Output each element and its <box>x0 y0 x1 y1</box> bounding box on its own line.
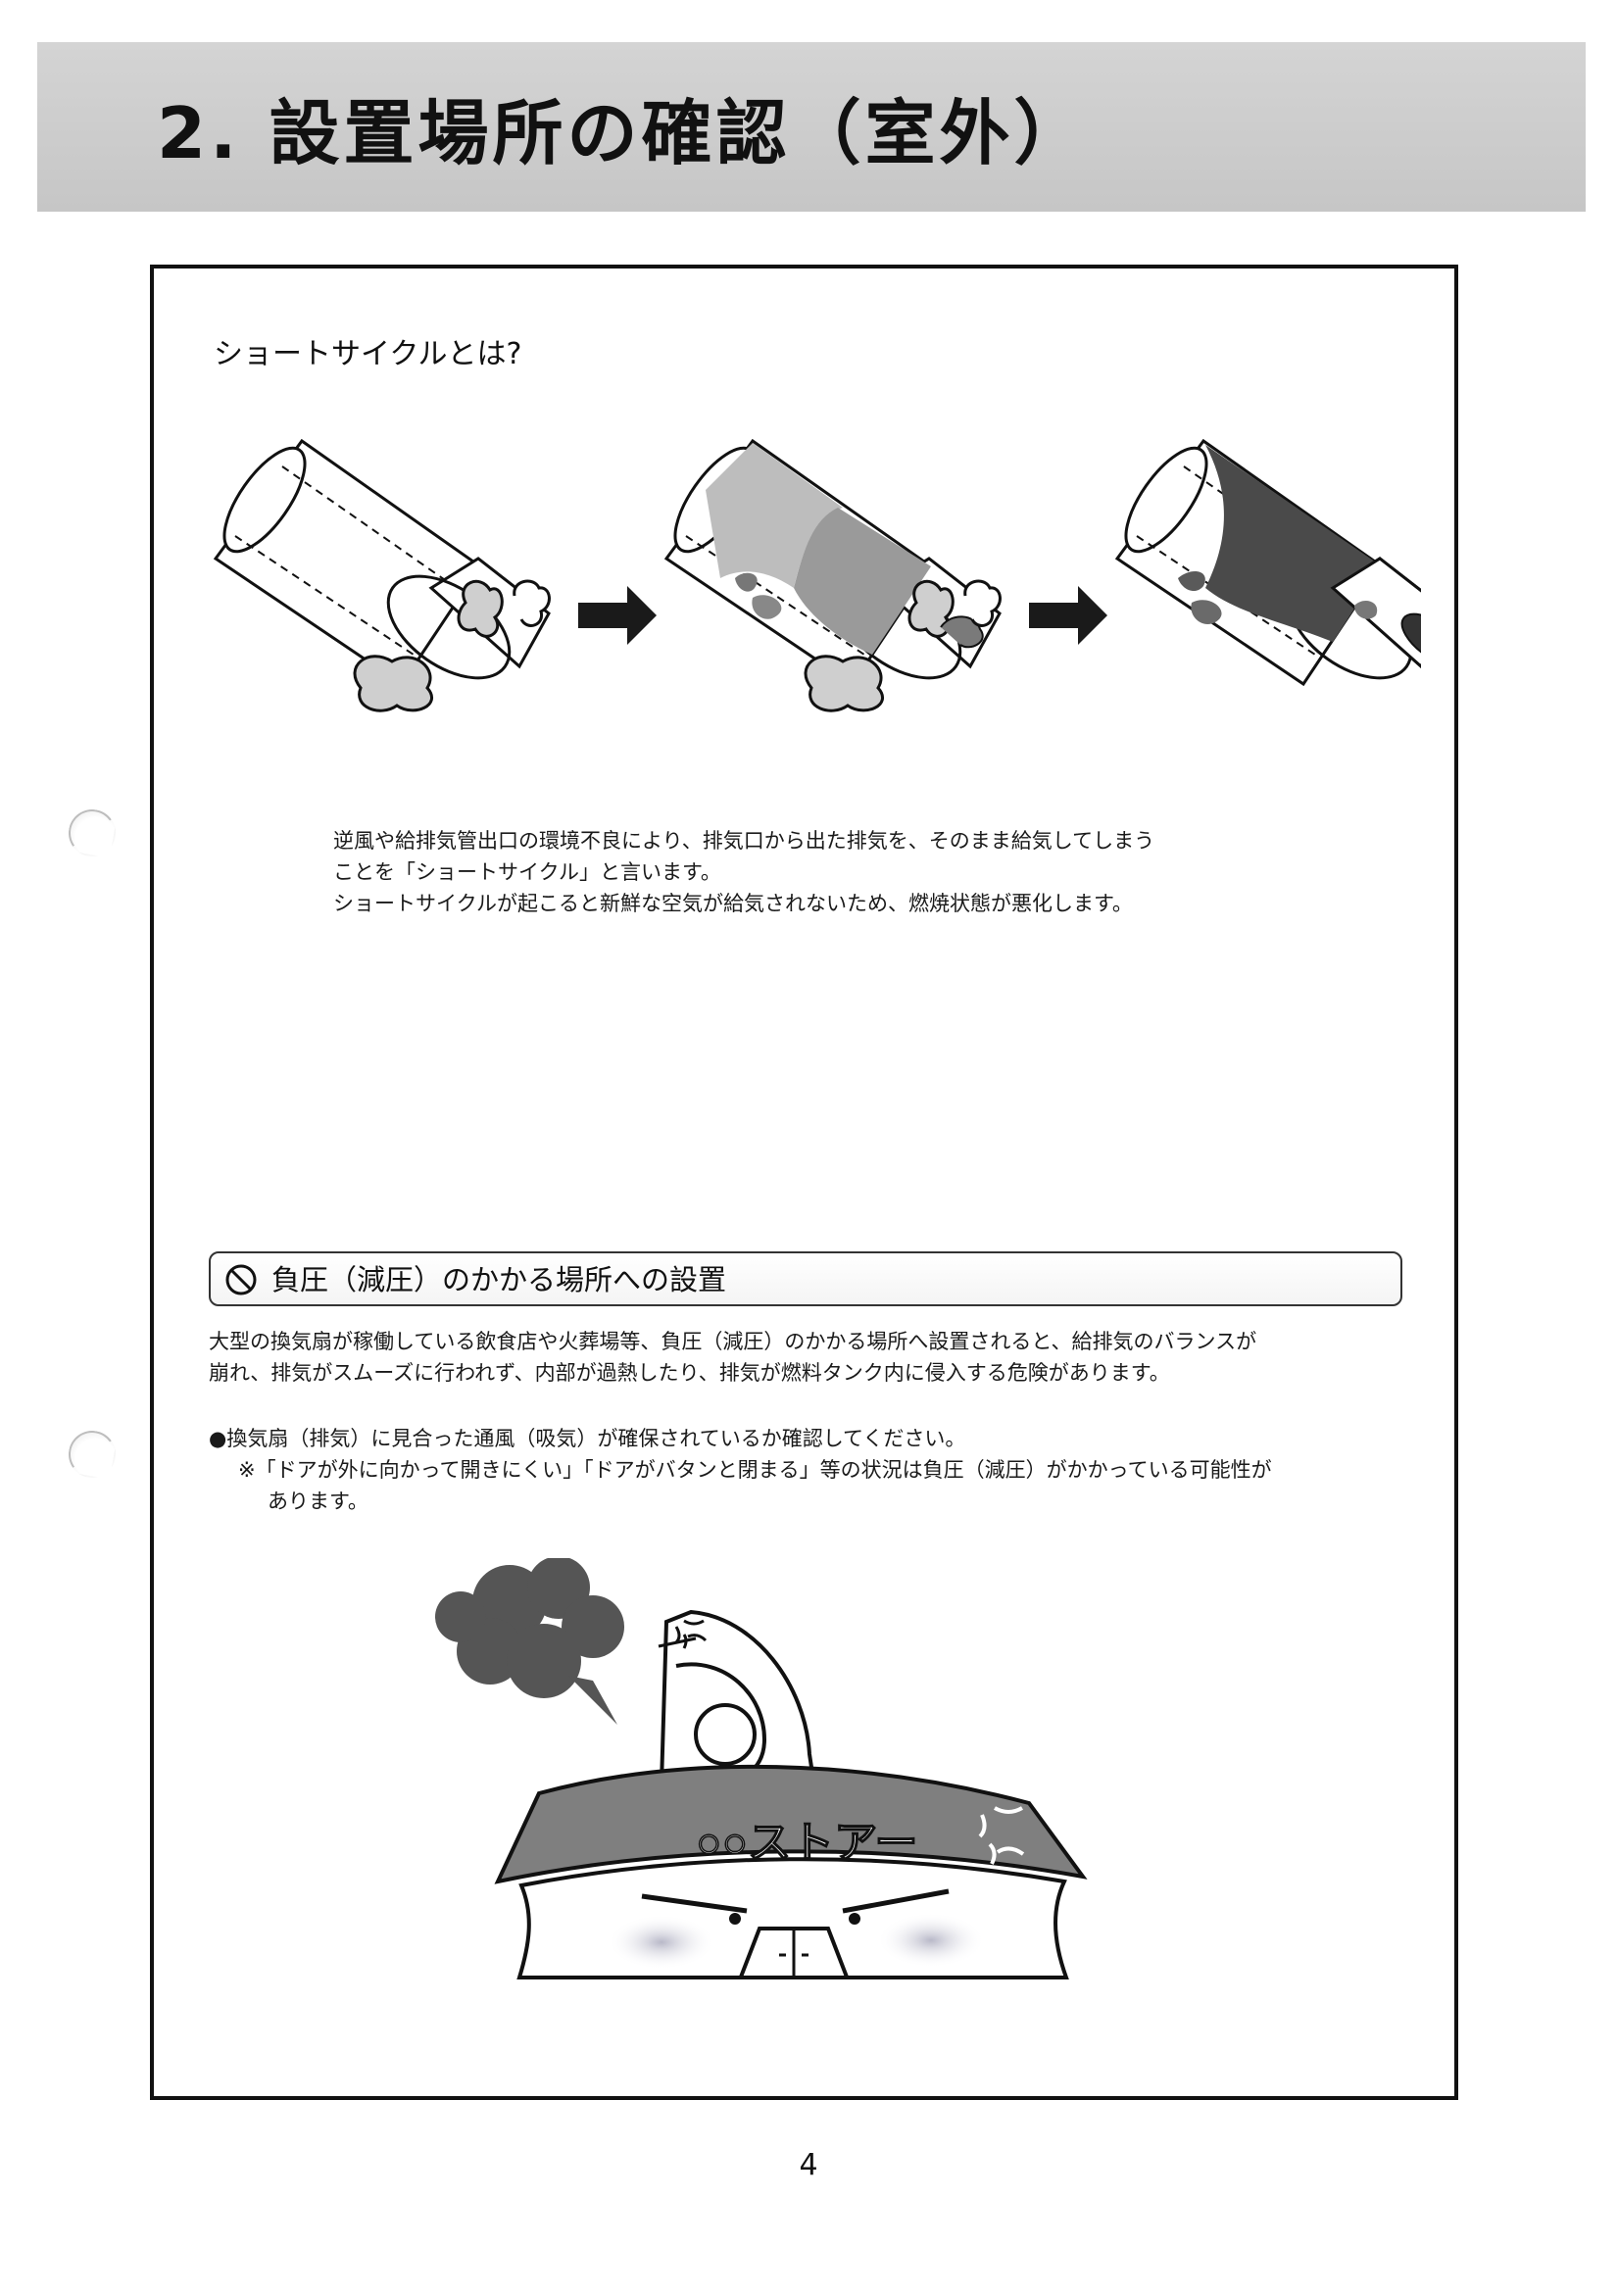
prohibit-icon <box>225 1264 257 1295</box>
page-title: 2. 設置場所の確認（室外） <box>157 92 1089 174</box>
left-eye <box>729 1913 741 1925</box>
binder-hole-bottom <box>65 1427 120 1482</box>
header-band <box>37 42 1586 212</box>
note-block: ※「ドアが外に向かって開きにくい」「ドアがバタンと閉まる」等の状況は負圧（減圧）… <box>209 1454 1414 1517</box>
right-cheek <box>877 1913 985 1968</box>
right-eye <box>849 1913 860 1925</box>
check-item-block: ●換気扇（排気）に見合った通風（吸気）が確保されているか確認してください。 ※「… <box>209 1423 1414 1517</box>
pipe-stage-full <box>1109 434 1421 701</box>
negative-pressure-description: 大型の換気扇が稼働している飲食店や火葬場等、負圧（減圧）のかかる場所へ設置される… <box>209 1326 1414 1389</box>
anger-mark-icon <box>978 1806 1025 1865</box>
left-eyebrow <box>641 1893 748 1914</box>
arrow-right-icon <box>1029 586 1107 645</box>
note-line: ※「ドアが外に向かって開きにくい」「ドアがバタンと閉まる」等の状況は負圧（減圧）… <box>238 1458 1272 1482</box>
right-eyebrow <box>842 1888 950 1914</box>
text-line: 逆風や給排気管出口の環境不良により、排気口から出た排気を、そのまま給気してしまう <box>333 829 1155 853</box>
exhaust-fan-icon <box>658 1609 818 1796</box>
short-cycle-diagram <box>208 434 1421 712</box>
negative-pressure-heading: 負圧（減圧）のかかる場所への設置 <box>271 1263 727 1296</box>
negative-pressure-heading-box: 負圧（減圧）のかかる場所への設置 <box>209 1251 1402 1306</box>
short-cycle-description: 逆風や給排気管出口の環境不良により、排気口から出た排気を、そのまま給気してしまう… <box>333 825 1313 919</box>
left-cheek <box>608 1915 715 1970</box>
binder-hole-top <box>65 806 120 860</box>
short-cycle-subtitle: ショートサイクルとは? <box>214 337 522 371</box>
note-line: あります。 <box>268 1490 368 1513</box>
angry-store-illustration: ○○ストアー <box>435 1558 1088 1979</box>
pipe-stage-partial <box>659 434 1002 712</box>
smoke-cloud-icon <box>435 1558 624 1725</box>
door <box>738 1927 850 1979</box>
arrow-right-icon <box>578 586 657 645</box>
text-line: ショートサイクルが起こると新鮮な空気が給気されないため、燃焼状態が悪化します。 <box>333 892 1133 915</box>
page-number: 4 <box>799 2148 818 2182</box>
text-line: 崩れ、排気がスムーズに行われず、内部が過熱したり、排気が燃料タンク内に侵入する危… <box>209 1361 1170 1385</box>
text-line: 大型の換気扇が稼働している飲食店や火葬場等、負圧（減圧）のかかる場所へ設置される… <box>209 1330 1257 1353</box>
check-item: ●換気扇（排気）に見合った通風（吸気）が確保されているか確認してください。 <box>209 1427 966 1450</box>
pipe-stage-clean <box>208 434 551 712</box>
content-frame <box>150 265 1458 2100</box>
text-line: ことを「ショートサイクル」と言います。 <box>333 860 721 884</box>
anger-mark-icon <box>674 1619 708 1649</box>
